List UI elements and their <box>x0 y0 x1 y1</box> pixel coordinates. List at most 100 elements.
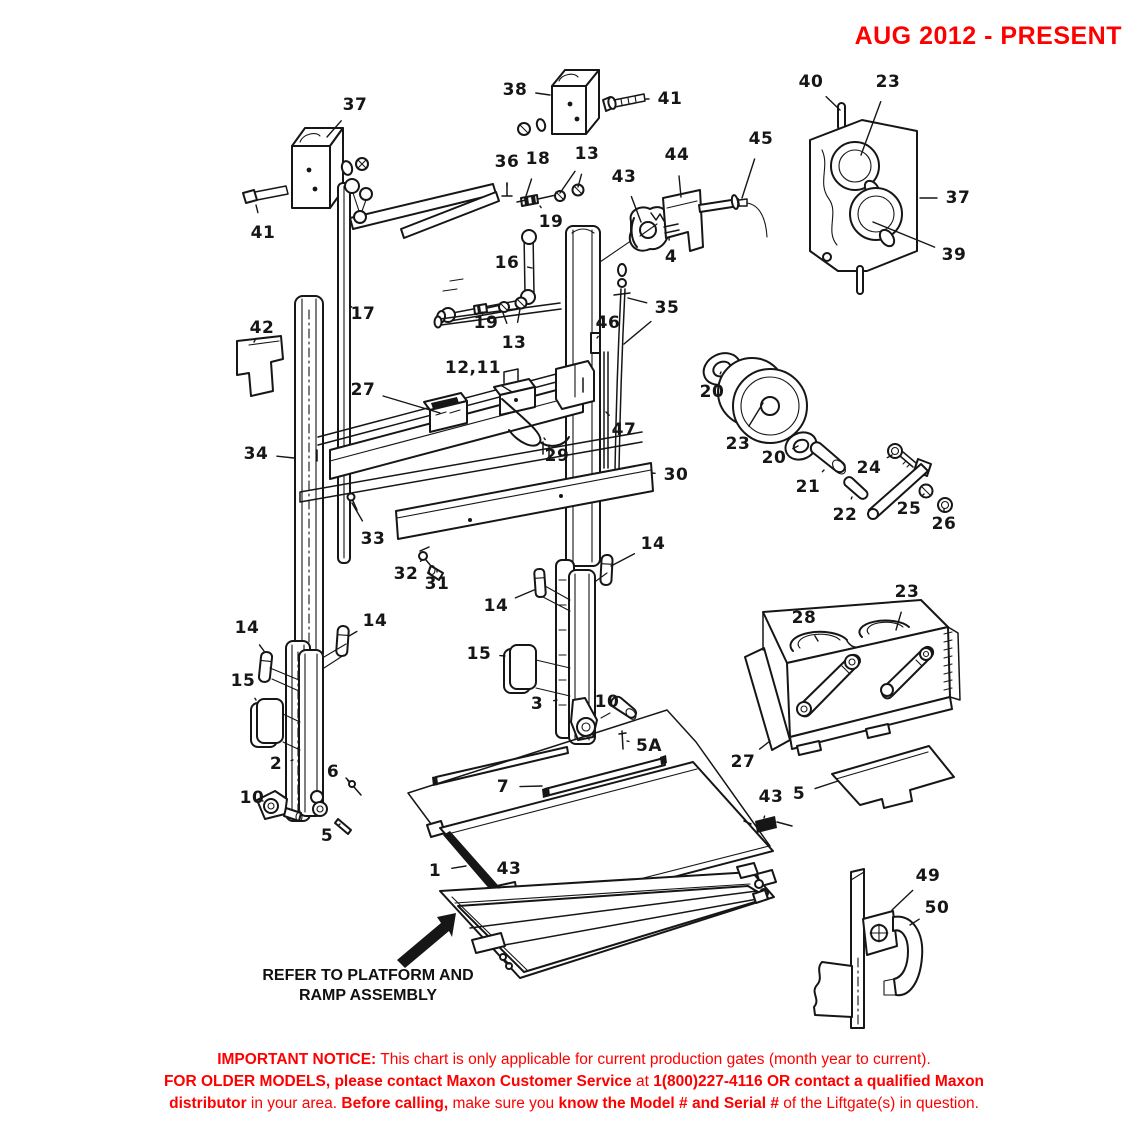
callout-leader-29 <box>543 437 546 441</box>
callout-leader-14 <box>348 630 358 637</box>
callout-leader-24 <box>886 454 893 459</box>
runner-column-2 <box>250 625 362 835</box>
notice-line3-text1: in your area. <box>246 1095 342 1112</box>
callout-14-41: 14 <box>235 618 260 638</box>
notice-line1-text: This chart is only applicable for curren… <box>376 1051 931 1068</box>
callout-18-9: 18 <box>526 149 551 169</box>
callout-leader-27 <box>758 740 771 750</box>
callout-leader-20 <box>719 371 722 375</box>
callout-29-30: 29 <box>545 446 570 466</box>
callout-leader-23 <box>748 402 764 427</box>
callout-14-43: 14 <box>484 596 509 616</box>
notice-line2-text1: at <box>631 1073 654 1090</box>
callout-leader-34 <box>276 455 295 459</box>
callout-44-6: 44 <box>665 145 690 165</box>
rollstop-detail-49-50 <box>813 868 924 1029</box>
callout-43-60: 43 <box>497 859 522 879</box>
callout-leader-40 <box>825 95 841 111</box>
callout-13-10: 13 <box>575 144 600 164</box>
callout-leader-42 <box>253 339 256 343</box>
callout-27-24: 27 <box>351 380 376 400</box>
callout-30-36: 30 <box>664 465 689 485</box>
callout-leader-43 <box>630 195 642 223</box>
callout-23-26: 23 <box>726 434 751 454</box>
left-rail-and-column <box>236 182 351 662</box>
callout-leader-23 <box>860 100 882 156</box>
callout-leader-14 <box>514 589 535 599</box>
callout-38-1: 38 <box>503 80 528 100</box>
callout-leader-28 <box>814 635 819 642</box>
callout-34-29: 34 <box>244 444 269 464</box>
important-notice: IMPORTANT NOTICE: This chart is only app… <box>0 1049 1148 1115</box>
callout-1-59: 1 <box>429 861 441 881</box>
callout-35-22: 35 <box>655 298 680 318</box>
ramp-assembly <box>439 862 777 979</box>
callout-leader-35 <box>627 297 648 304</box>
callout-leader-14 <box>610 553 636 567</box>
callout-14-42: 14 <box>363 611 388 631</box>
platform-ramp-note-line2: RAMP ASSEMBLY <box>298 987 438 1004</box>
callout-leader-1 <box>451 865 467 869</box>
callout-22-33: 22 <box>833 505 858 525</box>
callout-25-34: 25 <box>897 499 922 519</box>
callout-leader-33 <box>351 502 364 522</box>
notice-line3-bold2: Before calling, <box>341 1095 449 1112</box>
callout-33-37: 33 <box>361 529 386 549</box>
callout-23-56: 23 <box>895 582 920 602</box>
callout-leader-2 <box>290 759 294 762</box>
runner-column-3 <box>503 553 638 750</box>
callout-47-28: 47 <box>612 420 637 440</box>
callout-42-18: 42 <box>250 318 275 338</box>
notice-line-3: distributor in your area. Before calling… <box>0 1093 1148 1115</box>
callout-leader-5 <box>814 780 839 790</box>
callout-10-51: 10 <box>240 788 265 808</box>
callout-leader-lines <box>253 92 945 926</box>
callout-leader-19 <box>481 311 484 315</box>
equalizer-tube-16 <box>433 229 562 329</box>
platform-ramp-note: REFER TO PLATFORM AND RAMP ASSEMBLY <box>218 966 518 1006</box>
torque-rods-7 <box>432 746 667 798</box>
callout-leader-39 <box>872 221 936 248</box>
notice-line3-bold3: know the Model # and Serial # <box>558 1095 779 1112</box>
callout-leader-49 <box>891 889 914 911</box>
callout-leader-46 <box>596 335 599 339</box>
callout-36-8: 36 <box>495 152 520 172</box>
callout-leader-23 <box>895 611 902 631</box>
callout-leader-45 <box>741 158 756 199</box>
callout-39-14: 39 <box>942 245 967 265</box>
callout-40-3: 40 <box>799 72 824 92</box>
callout-leader-13 <box>577 173 583 188</box>
callout-19-19: 19 <box>474 313 499 333</box>
callout-leader-13 <box>516 308 521 323</box>
mounting-bar-30 <box>395 462 654 581</box>
callout-50-62: 50 <box>925 898 950 918</box>
callout-20-27: 20 <box>762 448 787 468</box>
link-hardware-18-19-13-36 <box>501 182 585 207</box>
callout-5-53: 5 <box>321 826 333 846</box>
callout-leader-17 <box>349 305 353 308</box>
callout-leader-14 <box>258 644 265 652</box>
callout-24-31: 24 <box>857 458 882 478</box>
cover-plate-5 <box>831 745 955 809</box>
pump-box-27 <box>744 599 961 756</box>
callout-5-58: 5 <box>793 784 805 804</box>
callout-16-15: 16 <box>495 253 520 273</box>
callout-15-44: 15 <box>231 671 256 691</box>
notice-line-2: FOR OLDER MODELS, please contact Maxon C… <box>0 1071 1148 1093</box>
callout-3-46: 3 <box>531 694 543 714</box>
callout-43-7: 43 <box>612 167 637 187</box>
page-title: AUG 2012 - PRESENT <box>854 22 1122 50</box>
callout-leader-22 <box>850 496 853 500</box>
callout-leader-12,11 <box>500 384 513 393</box>
notice-line1-bold: IMPORTANT NOTICE: <box>217 1051 377 1068</box>
callout-leader-10 <box>260 799 264 802</box>
callout-leader-32 <box>419 559 423 562</box>
callout-leader-20 <box>792 445 799 450</box>
callout-leader-35 <box>623 320 652 345</box>
callout-14-40: 14 <box>641 534 666 554</box>
callout-leader-47 <box>605 411 610 416</box>
callout-leader-7 <box>519 785 543 788</box>
torsion-tubes <box>344 178 500 239</box>
callout-5A-50: 5A <box>636 736 662 756</box>
